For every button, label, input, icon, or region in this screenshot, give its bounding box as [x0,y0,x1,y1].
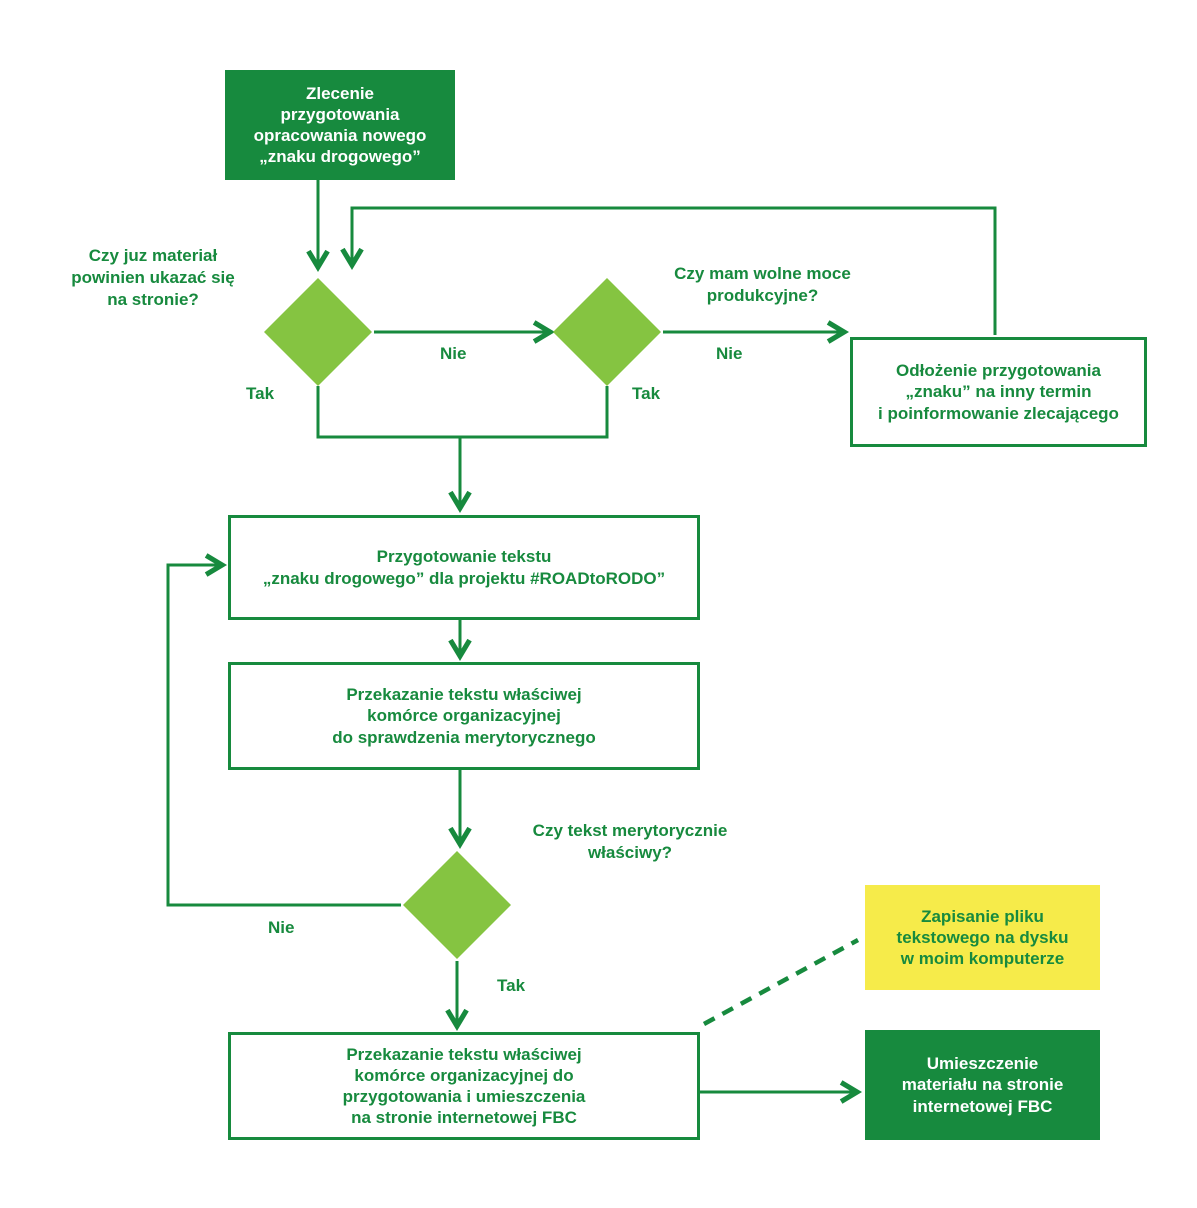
postpone-box: Odłożenie przygotowania „znaku” na inny … [850,337,1147,447]
publish-box: Umieszczenie materiału na stronie intern… [865,1030,1100,1140]
decision-diamond-1 [264,278,372,386]
connector-d3-no-loop [166,553,401,907]
decision-3-no-label: Nie [268,918,295,937]
decision-2-no-label: Nie [716,344,743,363]
decision-3-question: Czy tekst merytorycznie właściwy? [532,821,728,863]
prepare-text-box: Przygotowanie tekstu „znaku drogowego” d… [228,515,700,620]
decision-2-yes-label: Tak [632,384,661,403]
decision-2-question: Czy mam wolne moce produkcyjne? [674,264,851,306]
decision-1-question: Czy juz materiał powinien ukazać się na … [71,246,235,310]
start-box: Zlecenie przygotowania opracowania noweg… [225,70,455,180]
decision-diamond-3 [403,851,511,959]
connector-postpone-loop [340,206,997,335]
pass-for-publish-box: Przekazanie tekstu właściwej komórce org… [228,1032,700,1140]
pass-for-review-box: Przekazanie tekstu właściwej komórce org… [228,662,700,770]
connector-dashed-save-file [702,938,860,1026]
decision-1-yes-label: Tak [246,384,275,403]
decision-diamond-2 [553,278,661,386]
save-file-box: Zapisanie pliku tekstowego na dysku w mo… [865,885,1100,990]
connector-tak-join [316,386,609,439]
decision-3-yes-label: Tak [497,976,526,995]
decision-1-no-label: Nie [440,344,467,363]
